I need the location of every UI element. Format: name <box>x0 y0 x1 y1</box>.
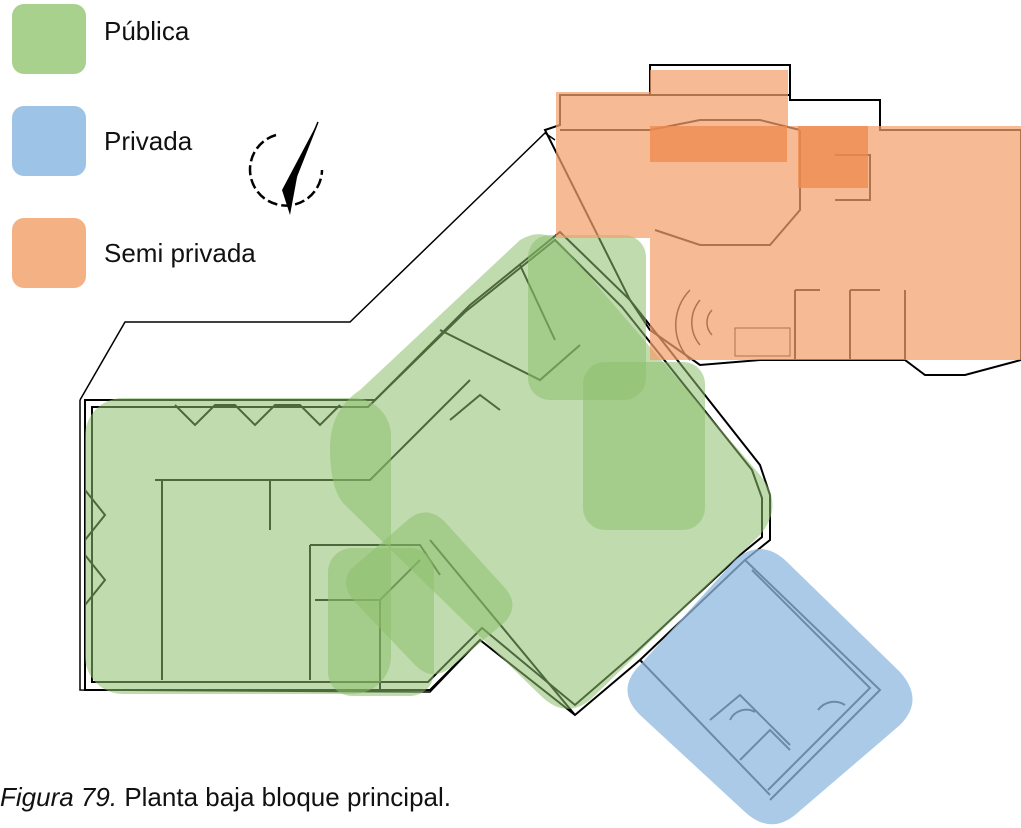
zone-semi-privada-overlap <box>650 126 868 188</box>
legend-label-privada: Privada <box>104 126 193 156</box>
zone-publica <box>85 234 773 709</box>
legend-swatch-publica <box>12 4 86 74</box>
legend-swatch-semi-privada <box>12 218 86 288</box>
legend-label-publica: Pública <box>104 16 190 46</box>
zone-privada <box>627 549 913 825</box>
figure-caption: Figura 79. Planta baja bloque principal. <box>0 782 451 813</box>
north-arrow-icon <box>248 121 324 215</box>
figure-label: Figura 79. <box>0 782 118 812</box>
figure-caption-text: Planta baja bloque principal. <box>124 782 451 812</box>
legend-swatch-privada <box>12 106 86 176</box>
legend-label-semi-privada: Semi privada <box>104 238 256 268</box>
